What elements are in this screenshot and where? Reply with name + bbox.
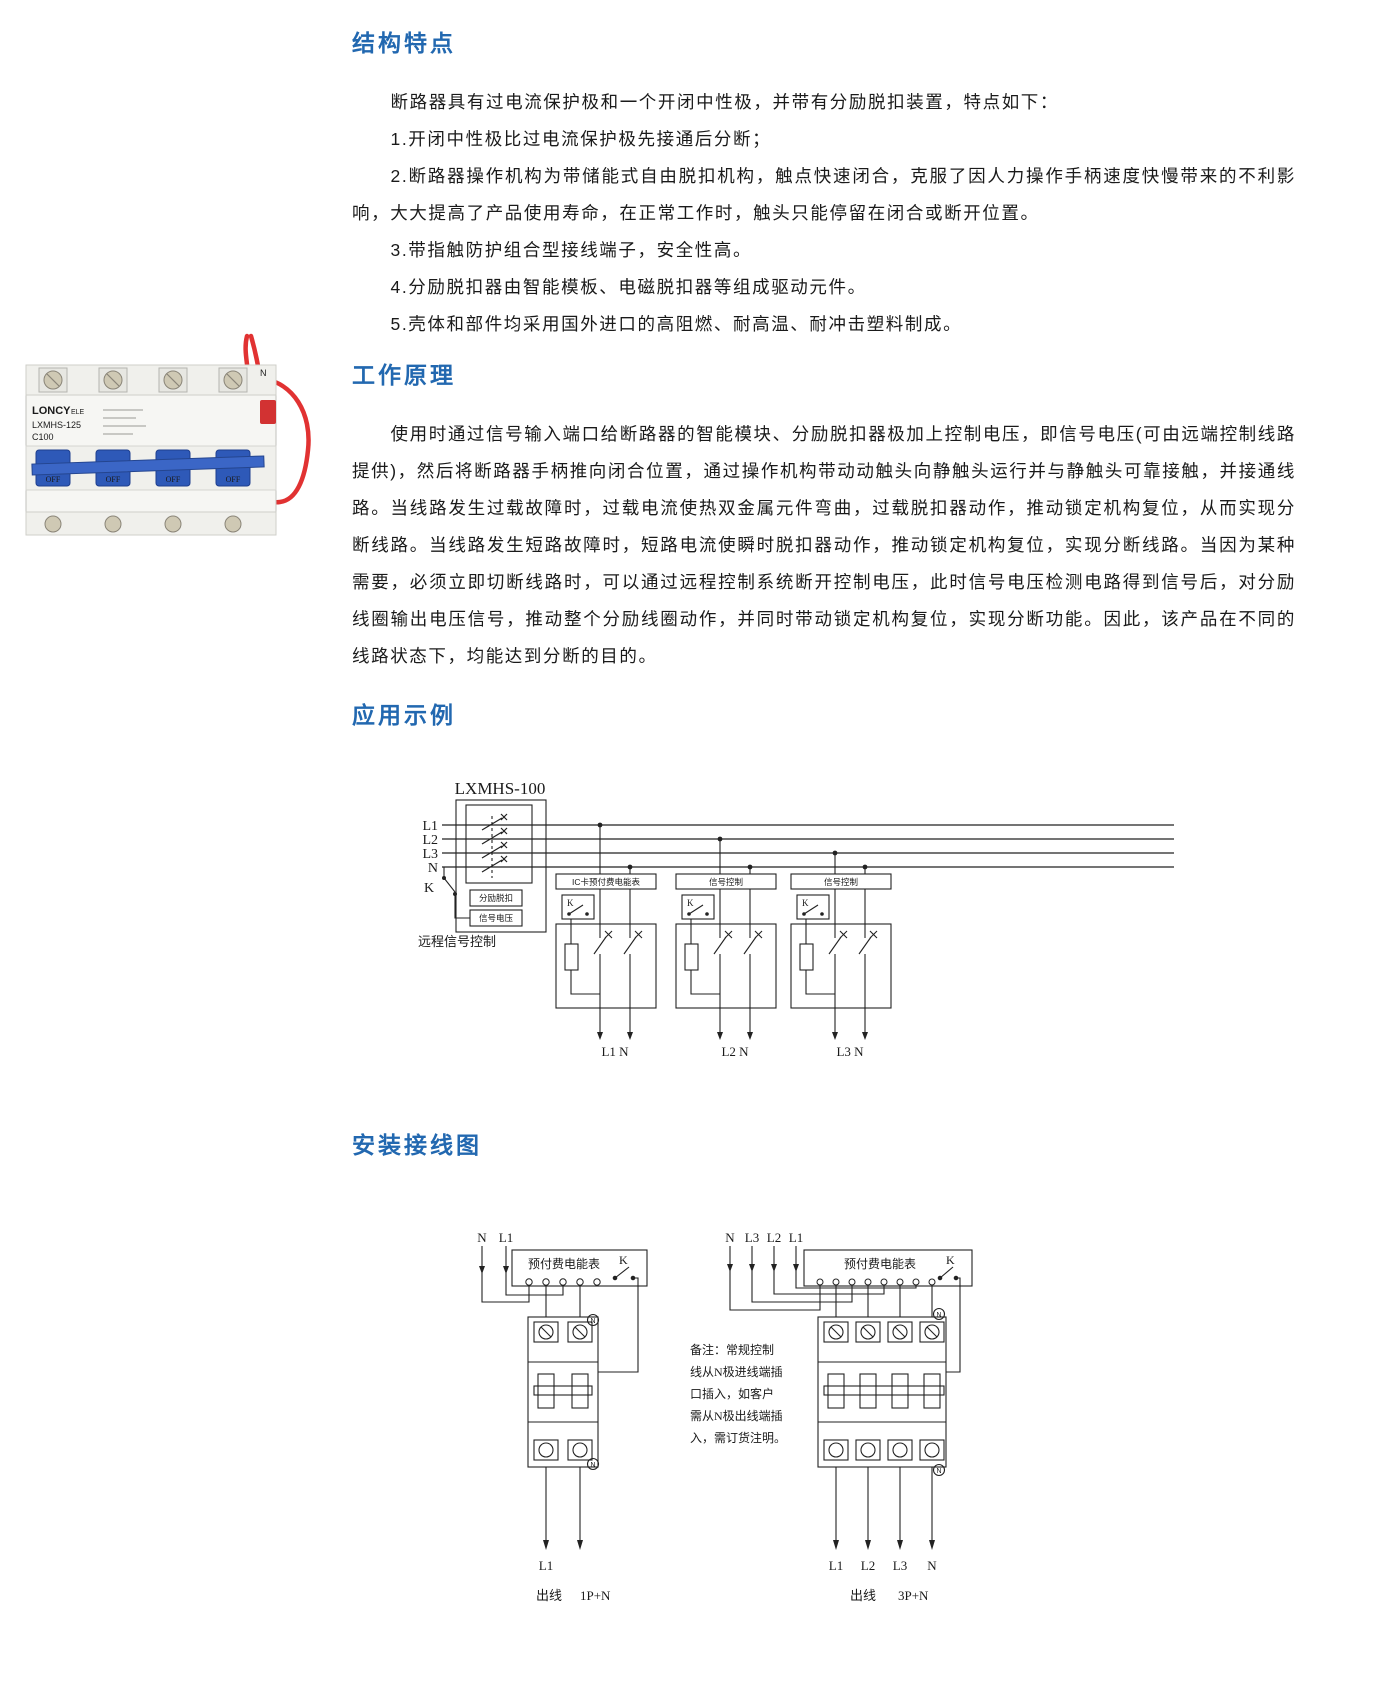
- feature-item-5: 5.壳体和部件均采用国外进口的高阻燃、耐高温、耐冲击塑料制成。: [390, 314, 963, 334]
- feature-item-3: 3.带指触防护组合型接线端子，安全性高。: [390, 240, 753, 260]
- handle-label-2: OFF: [106, 475, 121, 484]
- svg-text:口插入，如客户: 口插入，如客户: [690, 1386, 774, 1401]
- breaker-handles: OFF OFF OFF OFF: [31, 449, 265, 487]
- in3-n: N: [725, 1230, 735, 1245]
- features-title: 结构特点: [352, 30, 456, 56]
- main-breaker-unit: [443, 799, 547, 933]
- application-diagram: LXMHS-100 L1 L2 L3 N: [418, 779, 1174, 1059]
- branch1-label: IC卡预付费电能表: [572, 877, 641, 887]
- branch1-k: K: [567, 898, 574, 908]
- feature-item-2: 2.断路器操作机构为带储能式自由脱扣机构，触点快速闭合，克服了因人力操作手柄速度…: [352, 166, 1296, 223]
- in3-l3: L3: [745, 1230, 759, 1245]
- in-n-label: N: [477, 1230, 487, 1245]
- module-label-1: 分励脱扣: [479, 893, 513, 903]
- bus-label-n: N: [428, 861, 438, 876]
- features-intro: 断路器具有过电流保护极和一个开闭中性极，并带有分励脱扣装置，特点如下：: [390, 92, 1059, 112]
- bus-label-l1: L1: [422, 819, 438, 834]
- bus-lines: [442, 824, 1174, 868]
- svg-text:需从N极出线端插: 需从N极出线端插: [690, 1409, 783, 1423]
- n-mark-top-1pn: N: [590, 1318, 595, 1325]
- bottom-terminals: [25, 511, 277, 536]
- product-photo-breaker: N LONCY ELE LXMHS-125 C100 OFF OFF: [25, 333, 311, 536]
- fine-print-lines: [103, 409, 146, 435]
- photo-spec: C100: [32, 432, 54, 442]
- branch1-output: L1 N: [601, 1044, 629, 1059]
- meter-label-3pn: 预付费电能表: [844, 1257, 916, 1271]
- branch-circuit-1: [555, 825, 657, 1032]
- bus-label-l3: L3: [422, 847, 438, 862]
- branch3-label: 信号控制: [824, 877, 858, 887]
- meter-label-1pn: 预付费电能表: [528, 1257, 600, 1271]
- svg-text:备注：常规控制: 备注：常规控制: [690, 1342, 774, 1357]
- out-l1-label: L1: [539, 1558, 553, 1573]
- brand-sub: ELE: [71, 409, 85, 416]
- remote-control-label: 远程信号控制: [418, 934, 496, 949]
- app-model-label: LXMHS-100: [455, 779, 546, 798]
- out3-l1: L1: [829, 1558, 843, 1573]
- n-mark-bot-3pn: N: [936, 1468, 941, 1475]
- section-principle: 工作原理 使用时通过信号输入端口给断路器的智能模块、分励脱扣器极加上控制电压，即…: [352, 356, 1296, 675]
- caption-1pn-right: 1P+N: [580, 1588, 611, 1603]
- top-terminals: [38, 367, 248, 393]
- svg-text:线从N极进线端插: 线从N极进线端插: [690, 1365, 783, 1379]
- svg-text:入，需订货注明。: 入，需订货注明。: [690, 1430, 786, 1445]
- handle-label-4: OFF: [226, 475, 241, 484]
- principle-body: 使用时通过信号输入端口给断路器的智能模块、分励脱扣器极加上控制电压，即信号电压(…: [352, 424, 1296, 666]
- branch-circuit-2: [675, 839, 777, 1032]
- branch2-k: K: [687, 898, 694, 908]
- section-features: 结构特点 断路器具有过电流保护极和一个开闭中性极，并带有分励脱扣装置，特点如下：…: [352, 24, 1296, 343]
- bus-label-l2: L2: [422, 833, 438, 848]
- red-terminal-block: [260, 400, 276, 424]
- photo-pole-mark: N: [260, 368, 267, 378]
- main-k-label: K: [424, 881, 434, 896]
- branch-circuit-3: [790, 853, 892, 1032]
- brand-logo: LONCY: [32, 405, 71, 417]
- handle-tie-bar: [31, 455, 265, 476]
- installation-title: 安装接线图: [352, 1132, 482, 1158]
- branch2-output: L2 N: [721, 1044, 749, 1059]
- n-mark-bot-1pn: N: [590, 1462, 595, 1469]
- section-application: 应用示例: [352, 696, 1296, 730]
- section-installation: 安装接线图: [352, 1126, 1296, 1160]
- out3-l2: L2: [861, 1558, 875, 1573]
- handle-label-1: OFF: [46, 475, 61, 484]
- breaker-1pn: [527, 1313, 600, 1540]
- feature-item-1: 1.开闭中性极比过电流保护极先接通后分断；: [390, 129, 772, 149]
- photo-model: LXMHS-125: [32, 420, 81, 430]
- install-3pn: N L3 L2 L1 预付费电能表 K: [690, 1230, 973, 1603]
- branch3-output: L3 N: [836, 1044, 864, 1059]
- out3-l3: L3: [893, 1558, 907, 1573]
- k-label-3pn: K: [946, 1253, 955, 1267]
- in3-l2: L2: [767, 1230, 781, 1245]
- principle-title: 工作原理: [352, 362, 456, 388]
- out3-n: N: [927, 1558, 937, 1573]
- application-title: 应用示例: [352, 702, 456, 728]
- branch2-label: 信号控制: [709, 877, 743, 887]
- module-label-2: 信号电压: [479, 913, 514, 923]
- caption-1pn-left: 出线: [536, 1588, 562, 1603]
- in-l1-label: L1: [499, 1230, 513, 1245]
- install-note: 备注：常规控制 线从N极进线端插 口插入，如客户 需从N极出线端插 入，需订货注…: [690, 1342, 786, 1445]
- installation-diagram: N L1 预付费电能表 K: [477, 1230, 973, 1603]
- k-label-1pn: K: [619, 1253, 628, 1267]
- install-1pn: N L1 预付费电能表 K: [477, 1230, 648, 1603]
- breaker-body: N LONCY ELE LXMHS-125 C100 OFF OFF: [25, 364, 277, 536]
- caption-3pn-left: 出线: [850, 1588, 876, 1603]
- caption-3pn-right: 3P+N: [898, 1588, 929, 1603]
- breaker-3pn: [817, 1307, 947, 1540]
- n-mark-top-3pn: N: [936, 1312, 941, 1319]
- branch3-k: K: [802, 898, 809, 908]
- in3-l1: L1: [789, 1230, 803, 1245]
- feature-item-4: 4.分励脱扣器由智能模板、电磁脱扣器等组成驱动元件。: [390, 277, 867, 297]
- handle-label-3: OFF: [166, 475, 181, 484]
